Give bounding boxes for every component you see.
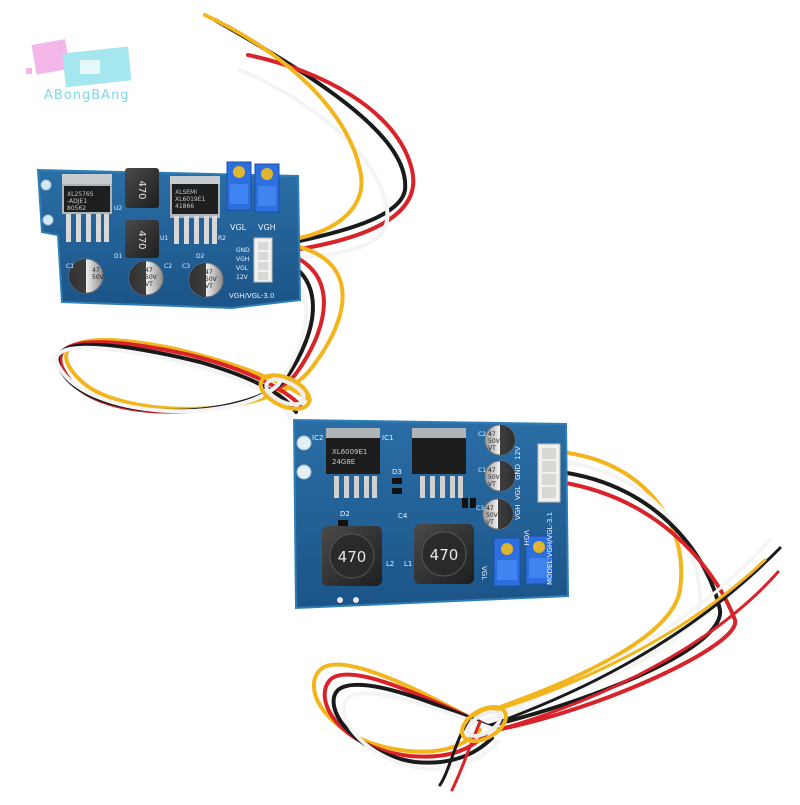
- cap-text: VT: [488, 481, 496, 488]
- silk-ref: L1: [404, 560, 412, 568]
- cap-text: 47: [92, 267, 100, 274]
- cap-text: 47: [488, 431, 496, 438]
- bottom-inductor-2: 470: [414, 524, 474, 584]
- inductor-label: 470: [136, 180, 147, 199]
- silk-ref: U1: [160, 235, 168, 242]
- model-label: MODEL:VGH/VGL-3.1: [546, 512, 554, 585]
- bottom-wire-bundle: [312, 450, 782, 792]
- silk-ref: D2: [340, 510, 350, 518]
- cap-text: VT: [486, 519, 494, 526]
- cap-text: 50V: [488, 438, 501, 445]
- cap-text: VT: [488, 445, 496, 452]
- silk-ref: D2: [196, 253, 205, 260]
- connector-label: VGL: [236, 265, 249, 272]
- top-ic-2: XLSEMI XL6019E1 41866: [170, 176, 220, 244]
- bottom-trimmer-vgh: [525, 535, 553, 585]
- chip-text: XL6009E1: [332, 448, 367, 456]
- chip-text: XLSEMI: [175, 189, 197, 196]
- pot-label: VGH: [522, 530, 530, 545]
- mount-hole: [42, 214, 54, 226]
- cap-text: 50V: [145, 274, 158, 281]
- connector-label: VGL: [514, 486, 522, 500]
- bottom-capacitor-1: 47 50V VT: [484, 460, 516, 492]
- pot-label: VGL: [230, 223, 247, 232]
- silk-ref: D1: [114, 253, 123, 260]
- mount-hole: [40, 179, 52, 191]
- connector-label: GND: [514, 464, 522, 480]
- inductor-label: 470: [338, 548, 367, 566]
- bottom-capacitor-3: 47 50V VT: [482, 498, 514, 530]
- chip-text: 80562: [67, 205, 86, 212]
- silk-ref: C3: [476, 505, 484, 512]
- top-trimmer-vgl: [226, 161, 252, 211]
- silk-ref: C2: [164, 263, 172, 270]
- chip-text: -ADJE1: [67, 198, 87, 205]
- silk-ref: C1: [478, 467, 486, 474]
- pot-label: VGL: [480, 566, 488, 580]
- chip-text: XL6019E1: [175, 196, 206, 203]
- top-board: XL2576S -ADJE1 80562 XLSEMI XL6019E1 418…: [36, 13, 416, 420]
- silk-ref: IC1: [382, 434, 393, 442]
- silk-ref: U2: [114, 205, 122, 212]
- bottom-board: XL6009E1 24G8E IC1 IC2 D3 D: [292, 418, 782, 792]
- watermark-text: ABongBAng: [44, 88, 130, 103]
- connector-label: 12V: [514, 446, 522, 460]
- model-label: VGH/VGL-3.0: [229, 292, 274, 300]
- bottom-capacitor-2: 47 50V VT: [484, 424, 516, 456]
- mount-hole: [296, 435, 312, 451]
- chip-text: 41866: [175, 203, 194, 210]
- silk-ref: C4: [398, 512, 408, 520]
- silk-ref: C2: [478, 431, 486, 438]
- silk-ref: C3: [182, 263, 190, 270]
- bottom-ic-2: [412, 428, 466, 498]
- top-inductor-1: 470: [125, 168, 159, 208]
- chip-text: 24G8E: [332, 458, 355, 466]
- cap-text: 47: [488, 467, 496, 474]
- connector-label: 12V: [236, 274, 249, 281]
- inductor-label: 470: [430, 546, 459, 564]
- solder-pads: [337, 597, 359, 603]
- bottom-connector: [537, 443, 561, 503]
- bottom-ic-1: XL6009E1 24G8E: [326, 428, 380, 498]
- watermark-logo: [26, 39, 132, 88]
- top-capacitor-2: 47 50V VT: [128, 260, 164, 296]
- silk-ref: IC2: [312, 434, 323, 442]
- connector-label: VGH: [514, 505, 522, 520]
- bottom-inductor-1: 470: [322, 526, 382, 586]
- mount-hole: [296, 464, 312, 480]
- connector-label: GND: [236, 247, 250, 254]
- cap-text: VT: [145, 281, 153, 288]
- cap-text: 47: [486, 505, 494, 512]
- top-capacitor-1: 47 50V: [68, 258, 105, 294]
- smd-parts: [338, 478, 476, 526]
- silk-ref: L2: [386, 560, 394, 568]
- silk-ref: C1: [66, 263, 74, 270]
- cap-text: 50V: [205, 276, 218, 283]
- cap-text: 50V: [488, 474, 501, 481]
- top-wire-bundle: [54, 13, 416, 420]
- chip-text: XL2576S: [67, 191, 94, 198]
- connector-label: VGH: [236, 256, 249, 263]
- top-connector: [253, 237, 273, 283]
- pot-label: VGH: [258, 223, 276, 232]
- bottom-trimmer-vgl: [493, 537, 521, 587]
- inductor-label: 470: [136, 230, 147, 249]
- cap-text: 47: [145, 267, 153, 274]
- silk-ref: R2: [218, 235, 226, 242]
- top-trimmer-vgh: [254, 163, 280, 213]
- top-capacitor-3: 47 50V VT: [188, 262, 224, 298]
- cap-text: 47: [205, 269, 213, 276]
- silk-ref: D3: [392, 468, 402, 476]
- top-inductor-2: 470: [125, 220, 159, 258]
- cap-text: 50V: [92, 274, 105, 281]
- cap-text: VT: [205, 283, 213, 290]
- top-ic-1: XL2576S -ADJE1 80562: [62, 174, 112, 242]
- cap-text: 50V: [486, 512, 499, 519]
